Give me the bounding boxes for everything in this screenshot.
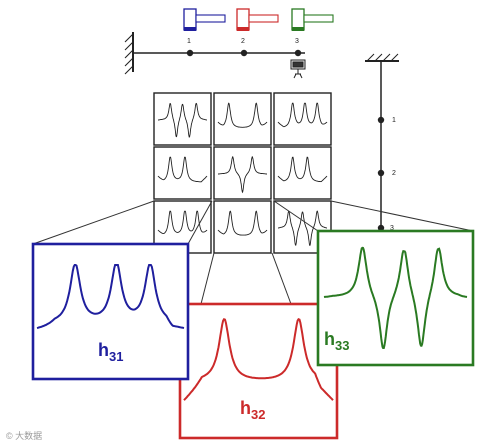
- column-node-2: [377, 169, 385, 177]
- zoom-frame-h33: [316, 229, 475, 367]
- matrix-cell-frame: [273, 146, 332, 200]
- zoom-label-h31: h31: [98, 340, 123, 364]
- cantilever-beam-group: 1 2 3: [124, 8, 334, 79]
- matrix-cell-h32: [213, 200, 272, 254]
- beam-wall-hatch: [124, 33, 134, 75]
- zoom-label-letter: h: [240, 398, 251, 418]
- matrix-cell-h12: [213, 92, 272, 146]
- beam-node-label-2: 2: [241, 38, 245, 45]
- zoom-curve-h31: [36, 264, 185, 329]
- zoom-curve-h33: [323, 246, 468, 349]
- matrix-cell-curve: [158, 102, 208, 138]
- matrix-cell-curve: [277, 102, 328, 128]
- watermark-text: © 大数据: [6, 430, 42, 441]
- accelerometer-icon: [290, 59, 306, 79]
- matrix-cell-h22: [213, 146, 272, 200]
- zoom-label-subscript: 33: [335, 338, 349, 353]
- beam-node-3: [294, 49, 302, 57]
- column-node-label-3: 3: [390, 225, 394, 232]
- zoom-label-subscript: 31: [109, 349, 123, 364]
- zoom-label-letter: h: [324, 329, 335, 349]
- hammer-icon-green: [291, 8, 334, 31]
- projection-line-h31-right: [187, 200, 213, 245]
- beam-node-label-1: 1: [187, 38, 191, 45]
- matrix-cell-h23: [273, 146, 332, 200]
- zoom-label-letter: h: [98, 340, 109, 360]
- matrix-cell-h21: [153, 146, 212, 200]
- matrix-cell-curve: [217, 102, 268, 128]
- zoom-plot-h31: h31: [31, 242, 190, 381]
- matrix-cell-frame: [213, 200, 272, 254]
- zoom-label-h33: h33: [324, 329, 349, 353]
- projection-line-h33-right: [330, 200, 474, 232]
- matrix-cell-frame: [213, 146, 272, 200]
- matrix-cell-curve: [277, 210, 328, 246]
- matrix-cell-h11: [153, 92, 212, 146]
- matrix-cell-h13: [273, 92, 332, 146]
- zoom-label-h32: h32: [240, 398, 265, 422]
- projection-lines: [32, 200, 474, 305]
- zoom-frame-h32: [178, 302, 339, 440]
- column-node-label-1: 1: [392, 117, 396, 124]
- matrix-cell-frame: [273, 92, 332, 146]
- column-node-3: [377, 224, 385, 232]
- projection-line-h33-left: [273, 200, 319, 232]
- beam-node-2: [240, 49, 248, 57]
- beam-node-1: [186, 49, 194, 57]
- hammer-icon-red: [236, 8, 279, 31]
- matrix-cell-curve: [217, 210, 268, 236]
- matrix-cell-curve: [218, 156, 267, 194]
- matrix-cell-curve: [277, 156, 328, 183]
- matrix-cell-frame: [213, 92, 272, 146]
- frf-matrix-grid: [153, 92, 332, 254]
- projection-line-h31-left: [32, 200, 155, 245]
- zoom-curve-h32: [183, 317, 334, 401]
- column-node-1: [377, 116, 385, 124]
- ceiling-hatch: [366, 53, 399, 62]
- matrix-cell-curve: [157, 156, 208, 183]
- projection-line-h32-right: [271, 252, 292, 305]
- beam-node-label-3: 3: [295, 38, 299, 45]
- column-node-label-2: 2: [392, 170, 396, 177]
- zoom-label-subscript: 32: [251, 407, 265, 422]
- zoom-plot-h33: h33: [316, 229, 475, 367]
- zoom-plot-h32: h32: [178, 302, 339, 440]
- hanging-beam-group: 1 2 3: [365, 53, 399, 232]
- matrix-cell-curve: [157, 210, 208, 235]
- hammer-icon-blue: [183, 8, 226, 31]
- projection-line-h32-left: [200, 252, 215, 305]
